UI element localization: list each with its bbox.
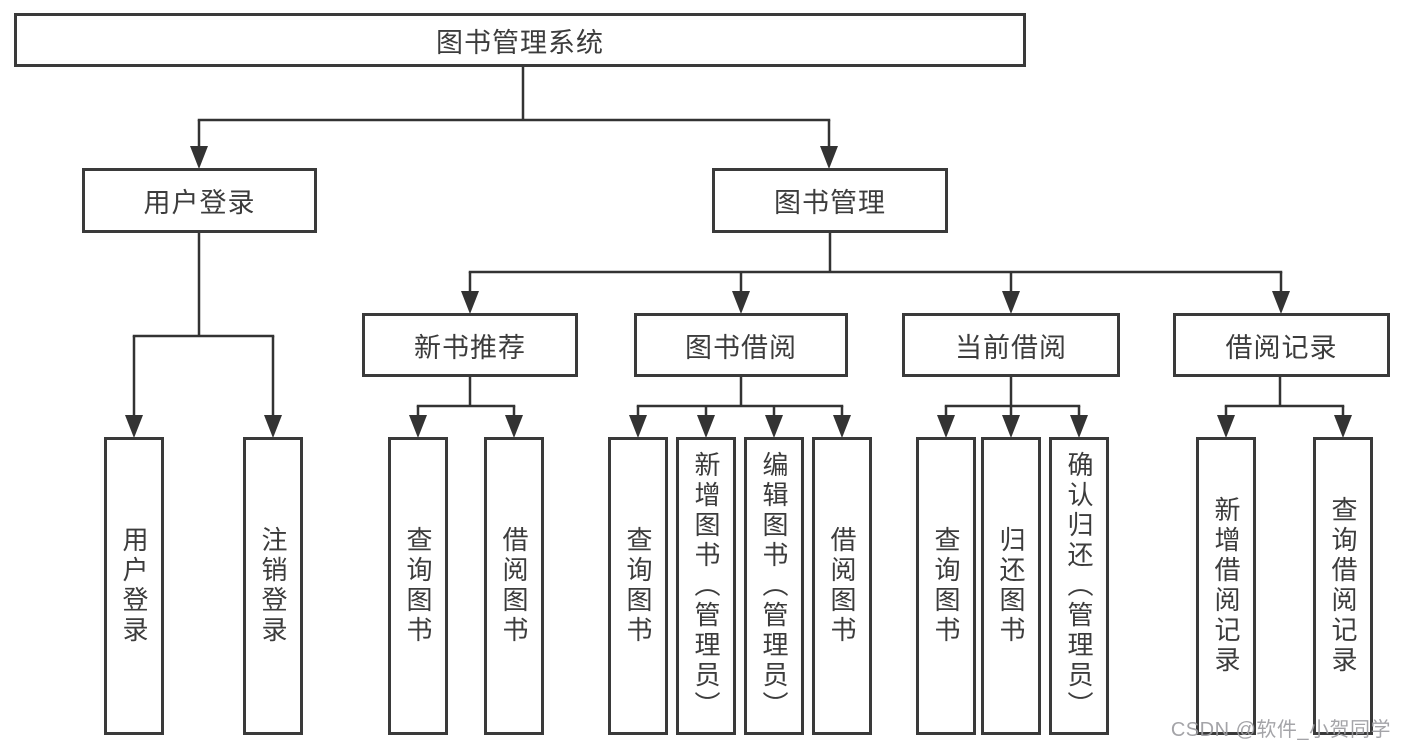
node-label: 图书管理 [774, 188, 886, 218]
node-borrow-record: 借阅记录 [1173, 313, 1390, 377]
leaf-label: 用户登录 [119, 526, 149, 646]
leaf-query-books-current: 查询图书 [916, 437, 976, 735]
leaf-label: 新增图书（管理员） [691, 451, 721, 721]
leaf-borrow-books-recommend: 借阅图书 [484, 437, 544, 735]
leaf-label: 确认归还（管理员） [1064, 451, 1094, 721]
connector-borrow-to-leaves [629, 377, 851, 438]
leaf-query-borrow-record: 查询借阅记录 [1313, 437, 1373, 735]
node-label: 当前借阅 [955, 332, 1067, 363]
node-book-management: 图书管理 [712, 168, 948, 233]
leaf-label: 借阅图书 [499, 526, 529, 646]
leaf-label: 查询图书 [623, 526, 653, 646]
leaf-add-books-admin: 新增图书（管理员） [676, 437, 736, 735]
node-book-borrow: 图书借阅 [634, 313, 848, 377]
leaf-label: 查询图书 [403, 526, 433, 646]
node-new-book-recommend: 新书推荐 [362, 313, 578, 377]
leaf-label: 借阅图书 [827, 526, 857, 646]
node-current-borrow: 当前借阅 [902, 313, 1120, 377]
leaf-return-books: 归还图书 [981, 437, 1041, 735]
leaf-label: 查询图书 [931, 526, 961, 646]
node-label: 图书借阅 [685, 332, 797, 363]
leaf-edit-books-admin: 编辑图书（管理员） [744, 437, 804, 735]
leaf-user-login: 用户登录 [104, 437, 164, 735]
connector-newbook-to-leaves [409, 377, 523, 438]
node-library-system: 图书管理系统 [14, 13, 1026, 67]
leaf-label: 归还图书 [996, 526, 1026, 646]
connector-root-to-level1 [190, 67, 838, 169]
node-label: 用户登录 [143, 188, 256, 218]
connector-bookmgmt-to-level2 [461, 233, 1290, 314]
connector-record-to-leaves [1217, 377, 1352, 438]
leaf-confirm-return-admin: 确认归还（管理员） [1049, 437, 1109, 735]
leaf-borrow-books: 借阅图书 [812, 437, 872, 735]
leaf-query-books-recommend: 查询图书 [388, 437, 448, 735]
node-label: 借阅记录 [1225, 332, 1338, 363]
node-label: 新书推荐 [414, 332, 526, 363]
connector-userlogin-to-leaves [125, 233, 282, 438]
leaf-label: 查询借阅记录 [1328, 496, 1358, 676]
connector-current-to-leaves [937, 377, 1088, 438]
node-user-login: 用户登录 [82, 168, 317, 233]
leaf-logout: 注销登录 [243, 437, 303, 735]
leaf-label: 注销登录 [258, 526, 288, 646]
leaf-add-borrow-record: 新增借阅记录 [1196, 437, 1256, 735]
csdn-watermark: CSDN @软件_小贺同学 [1170, 719, 1391, 741]
leaf-label: 编辑图书（管理员） [759, 451, 789, 721]
leaf-label: 新增借阅记录 [1211, 496, 1241, 676]
leaf-query-books-borrow: 查询图书 [608, 437, 668, 735]
node-label: 图书管理系统 [436, 27, 604, 58]
